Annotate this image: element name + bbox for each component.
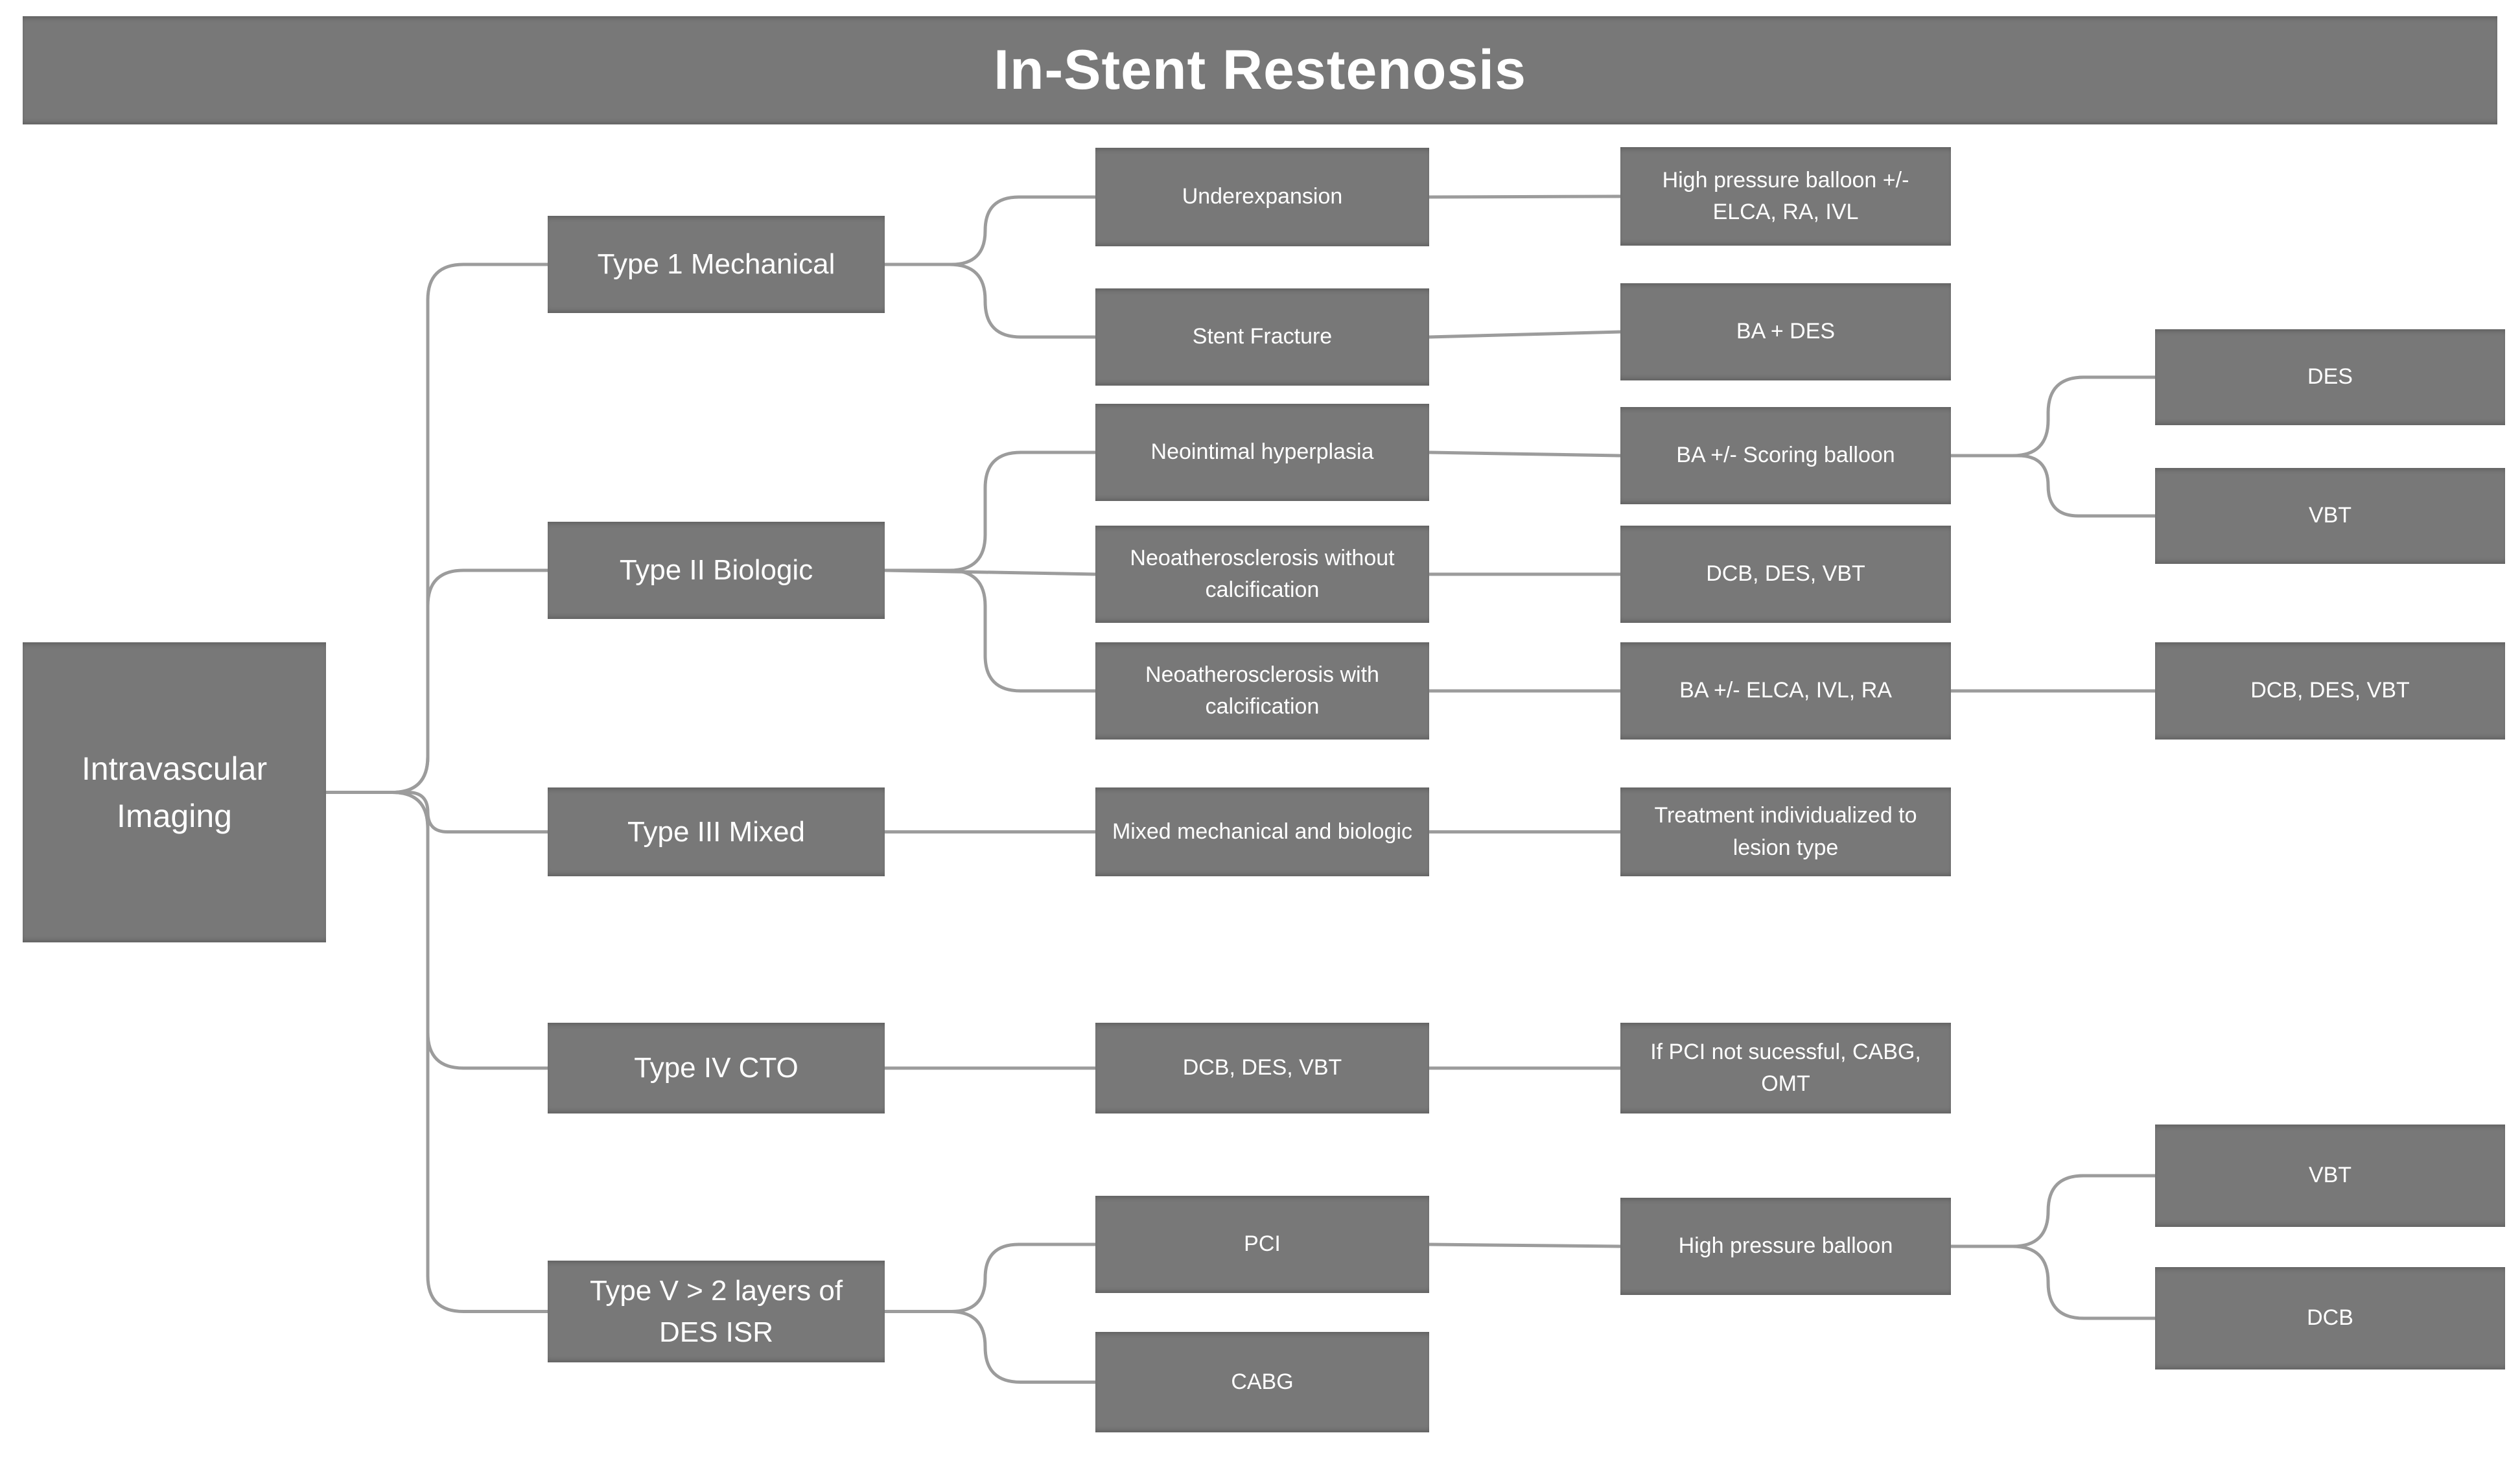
node-label-vbt5b: VBT (2308, 1163, 2352, 1188)
node-type4: Type IV CTO (548, 1023, 885, 1113)
node-vbt5: VBT (2155, 468, 2505, 564)
node-label-des5: DES (2307, 364, 2353, 390)
edge-imaging-type1 (326, 262, 548, 794)
node-label-dcb5a: DCB, DES, VBT (2250, 678, 2410, 703)
node-ba_des: BA + DES (1620, 283, 1951, 380)
node-type5: Type V > 2 layers of DES ISR (548, 1261, 885, 1362)
node-stent: Stent Fracture (1095, 288, 1429, 386)
edge-underexp-hpb_elca (1429, 194, 1621, 199)
edge-imaging-type2 (326, 568, 548, 794)
node-dcb5b: DCB (2155, 1267, 2505, 1370)
edge-imaging-type4 (326, 791, 548, 1070)
edge-pci-hpb (1429, 1242, 1621, 1248)
node-label-type5: Type V > 2 layers of DES ISR (589, 1274, 843, 1348)
node-neo_w: Neoatherosclerosis with calcification (1095, 642, 1429, 740)
node-pci: PCI (1095, 1196, 1429, 1293)
edge-ba_scor-vbt5 (1951, 454, 2155, 518)
edge-type5-pci (885, 1242, 1095, 1313)
edge-type2-neo_w (885, 568, 1095, 693)
node-label-pci: PCI (1244, 1231, 1281, 1257)
edge-imaging-type3 (326, 791, 548, 833)
node-ifpci: If PCI not sucessful, CABG, OMT (1620, 1023, 1951, 1113)
node-type1: Type 1 Mechanical (548, 216, 885, 313)
node-label-type1: Type 1 Mechanical (597, 248, 835, 281)
node-ba_scor: BA +/- Scoring balloon (1620, 407, 1951, 504)
node-label-type3: Type III Mixed (627, 815, 805, 848)
edge-imaging-type5 (326, 791, 548, 1313)
edge-hpb-dcb5b (1951, 1244, 2155, 1320)
node-mixed: Mixed mechanical and biologic (1095, 787, 1429, 876)
node-label-underexp: Underexpansion (1182, 184, 1343, 209)
node-type3: Type III Mixed (548, 787, 885, 876)
node-label-dcb2: DCB, DES, VBT (1706, 561, 1865, 587)
node-dcb5a: DCB, DES, VBT (2155, 642, 2505, 740)
node-label-type2: Type II Biologic (619, 554, 813, 587)
node-ba_elca: BA +/- ELCA, IVL, RA (1620, 642, 1951, 740)
node-label-cabg: CABG (1231, 1369, 1294, 1394)
node-hpb: High pressure balloon (1620, 1198, 1951, 1295)
edge-stent-ba_des (1429, 330, 1621, 339)
node-label-vbt5: VBT (2308, 503, 2352, 528)
node-treat: Treatment individualized to lesion type (1620, 787, 1951, 876)
edge-neoint-ba_scor (1429, 450, 1621, 458)
node-cabg: CABG (1095, 1332, 1429, 1432)
node-vbt5b: VBT (2155, 1125, 2505, 1227)
node-underexp: Underexpansion (1095, 148, 1429, 246)
edge-type1-stent (885, 262, 1095, 339)
node-label-ba_scor: BA +/- Scoring balloon (1676, 443, 1895, 468)
node-label-dcb4: DCB, DES, VBT (1182, 1055, 1342, 1080)
node-imaging: Intravascular Imaging (23, 642, 326, 942)
node-label-dcb5b: DCB (2307, 1305, 2353, 1331)
node-label-hpb: High pressure balloon (1678, 1233, 1893, 1259)
node-neo_wo: Neoatherosclerosis without calcification (1095, 526, 1429, 623)
node-dcb4: DCB, DES, VBT (1095, 1023, 1429, 1113)
node-label-mixed: Mixed mechanical and biologic (1112, 819, 1413, 844)
node-label-neo_w: Neoatherosclerosis with calcification (1145, 662, 1379, 719)
node-label-neo_wo: Neoatherosclerosis without calcification (1130, 545, 1395, 602)
edge-hpb-vbt5b (1951, 1174, 2155, 1248)
edge-ba_scor-des5 (1951, 375, 2155, 458)
node-label-neoint: Neointimal hyperplasia (1150, 439, 1374, 465)
diagram-title: In-Stent Restenosis (994, 39, 1526, 101)
edge-type2-neoint (885, 450, 1095, 572)
node-label-type4: Type IV CTO (634, 1052, 799, 1084)
node-label-hpb_elca: High pressure balloon +/- ELCA, RA, IVL (1662, 167, 1909, 224)
node-label-treat: Treatment individualized to lesion type (1654, 803, 1917, 860)
node-label-ba_des: BA + DES (1736, 319, 1836, 344)
node-label-ba_elca: BA +/- ELCA, IVL, RA (1679, 678, 1892, 703)
node-dcb2: DCB, DES, VBT (1620, 526, 1951, 623)
edge-type2-neo_wo (884, 568, 1096, 576)
node-neoint: Neointimal hyperplasia (1095, 404, 1429, 501)
node-label-ifpci: If PCI not sucessful, CABG, OMT (1650, 1039, 1921, 1096)
node-label-stent: Stent Fracture (1192, 324, 1333, 349)
node-type2: Type II Biologic (548, 522, 885, 619)
node-label-imaging: Intravascular Imaging (81, 751, 268, 834)
node-des5: DES (2155, 329, 2505, 425)
edge-type5-cabg (885, 1310, 1095, 1384)
edge-type1-underexp (885, 195, 1095, 266)
node-hpb_elca: High pressure balloon +/- ELCA, RA, IVL (1620, 147, 1951, 246)
diagram-title-bar: In-Stent Restenosis (23, 16, 2497, 124)
